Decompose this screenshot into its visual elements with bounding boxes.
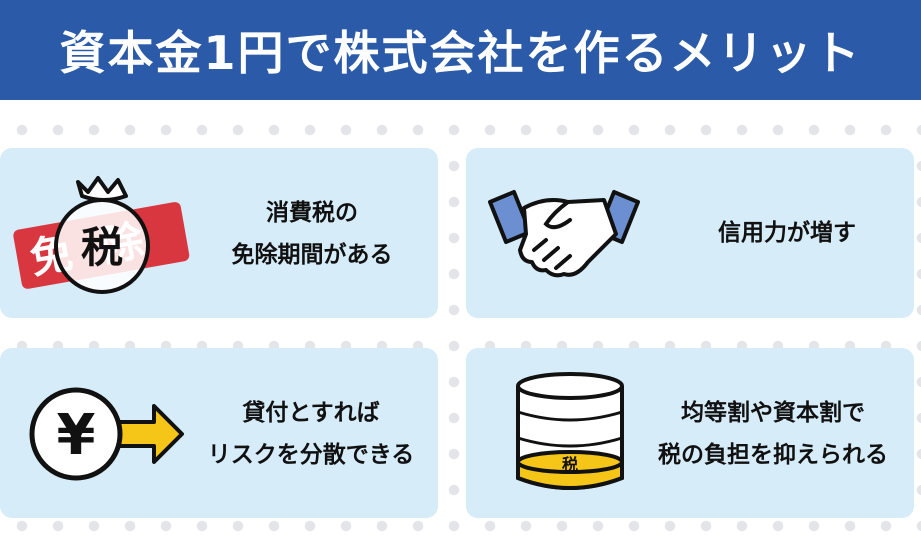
card-line: 貸付とすれば <box>242 400 380 426</box>
header-banner: 資本金1円で株式会社を作るメリット <box>0 0 921 100</box>
card-line: リスクを分散できる <box>207 442 415 468</box>
cylinder-tax-label: 税 <box>562 455 578 474</box>
card-tax-exemption: 免除 税 消費税の 免除期間がある <box>0 148 438 318</box>
card-text: 均等割や資本割で 税の負担を抑えられる <box>644 392 902 476</box>
tax-exemption-icon: 免除 税 <box>13 176 190 294</box>
card-text: 消費税の 免除期間がある <box>198 192 426 276</box>
card-loan-risk: ¥ 貸付とすれば リスクを分散できる <box>0 348 438 518</box>
card-text: 貸付とすれば リスクを分散できる <box>196 392 426 476</box>
card-line: 消費税の <box>266 200 358 226</box>
card-line: 均等割や資本割で <box>681 400 865 426</box>
card-tax-burden: 税 均等割や資本割で 税の負担を抑えられる <box>466 348 914 518</box>
bag-text: 税 <box>81 223 123 272</box>
yen-text: ¥ <box>57 403 96 468</box>
tax-cylinder-icon: 税 <box>516 372 624 490</box>
yen-arrow-icon: ¥ <box>29 387 184 481</box>
card-line: 税の負担を抑えられる <box>658 442 888 468</box>
page-title: 資本金1円で株式会社を作るメリット <box>59 26 862 80</box>
card-line: 信用力が増す <box>718 220 856 246</box>
card-credibility: 信用力が増す <box>466 148 914 318</box>
handshake-icon <box>488 190 640 278</box>
card-text: 信用力が増す <box>672 212 902 254</box>
card-line: 免除期間がある <box>231 242 393 268</box>
